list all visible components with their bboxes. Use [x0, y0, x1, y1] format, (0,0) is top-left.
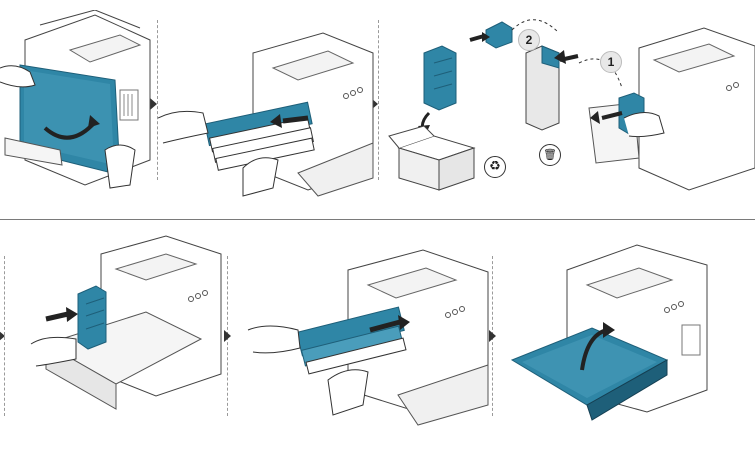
trash-icon: 🗑 [539, 144, 561, 166]
next-step-arrow [489, 330, 496, 342]
recycle-icon: ♻ [484, 156, 506, 178]
step-two-badge: 2 [518, 29, 540, 51]
step-close-cover-illustration [497, 240, 755, 435]
next-step-arrow [150, 98, 157, 110]
next-step-arrow [0, 330, 5, 342]
step-open-cover-illustration [0, 10, 157, 195]
next-step-arrow [224, 330, 231, 342]
separator-2 [378, 20, 379, 180]
step-one-badge: 1 [600, 51, 622, 73]
row-separator [0, 219, 755, 220]
step-insert-cartridge-illustration [6, 234, 226, 424]
step-pull-tray-illustration [158, 18, 378, 198]
separator-1 [157, 20, 158, 180]
step-insert-tray-illustration [228, 240, 492, 435]
next-step-arrow [371, 98, 378, 110]
step-replace-cartridge-illustration: 2 1 ♻ 🗑 [384, 8, 755, 198]
